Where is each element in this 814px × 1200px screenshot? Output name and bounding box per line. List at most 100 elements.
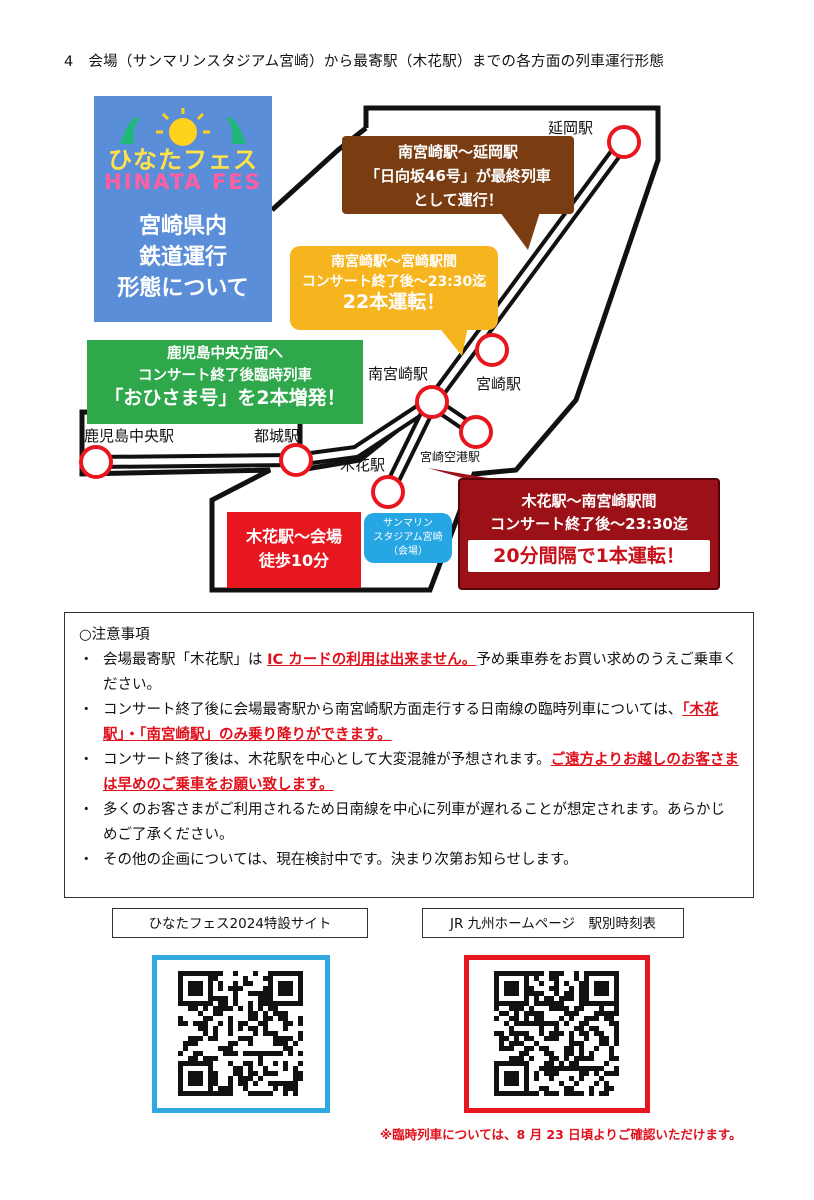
qr-module — [539, 981, 544, 986]
qr-module — [494, 1076, 499, 1081]
qr-module — [549, 1036, 554, 1041]
qr-module — [529, 1036, 534, 1041]
note-emphasis: ご遠方よりお越しのお客さまは早めのご乗車をお願い致します。 — [103, 752, 739, 793]
qr-module — [564, 996, 569, 1001]
qr-module — [549, 976, 554, 981]
qr-module — [213, 1011, 218, 1016]
qr-module — [554, 986, 559, 991]
qr-module — [178, 1001, 183, 1006]
qr-module — [509, 971, 514, 976]
qr-module — [589, 1056, 594, 1061]
qr-module — [283, 1086, 288, 1091]
qr-module — [203, 1006, 208, 1011]
qr-module — [178, 976, 183, 981]
qr-module — [534, 1011, 539, 1016]
qr-module — [248, 1051, 253, 1056]
qr-module — [524, 1086, 529, 1091]
station-airport-marker — [459, 415, 493, 449]
qr-module — [579, 1021, 584, 1026]
qr-module — [208, 1076, 213, 1081]
qr-module — [589, 1026, 594, 1031]
station-label-nobeoka: 延岡駅 — [548, 119, 594, 137]
qr-module — [258, 1056, 263, 1061]
note-emphasis: IC カードの利用は出来ません。 — [267, 652, 477, 668]
qr-module — [609, 1071, 614, 1076]
qr-module — [263, 1091, 268, 1096]
qr-module — [268, 1031, 273, 1036]
bullet: ・ — [79, 852, 94, 868]
note-item: ・多くのお客さまがご利用されるため日南線を中心に列車が遅れることが想定されます。… — [79, 798, 739, 848]
qr-module — [529, 1091, 534, 1096]
qr-module — [228, 1081, 233, 1086]
qr-module — [188, 1041, 193, 1046]
station-nobeoka-marker — [607, 125, 641, 159]
qr-module — [594, 1071, 599, 1076]
qr-module — [213, 1031, 218, 1036]
qr-module — [584, 1016, 589, 1021]
qr-module — [589, 1016, 594, 1021]
qr-module — [554, 1056, 559, 1061]
qr-module — [529, 991, 534, 996]
qr-module — [253, 1081, 258, 1086]
bullet: ・ — [79, 752, 94, 768]
qr-code-jr-kyushu[interactable] — [464, 955, 650, 1113]
qr-module — [584, 976, 589, 981]
qr-module — [569, 1066, 574, 1071]
qr-module — [609, 971, 614, 976]
qr-module — [293, 1066, 298, 1071]
qr-module — [218, 1086, 223, 1091]
qr-module — [614, 1001, 619, 1006]
note-text: 多くのお客さまがご利用されるため日南線を中心に列車が遅れることが想定されます。あ… — [103, 798, 739, 848]
qr-module — [223, 1091, 228, 1096]
qr-module — [554, 1021, 559, 1026]
qr-module — [198, 1081, 203, 1086]
qr-module — [273, 1071, 278, 1076]
station-miyakonojo-marker — [279, 443, 313, 477]
qr-module — [544, 1046, 549, 1051]
qr-module — [509, 986, 514, 991]
qr-module — [574, 976, 579, 981]
qr-module — [574, 1041, 579, 1046]
footnote: ※臨時列車については、8 月 23 日頃よりご確認いただけます。 — [380, 1127, 742, 1142]
qr-module — [509, 1006, 514, 1011]
qr-module — [614, 1066, 619, 1071]
qr-module — [233, 981, 238, 986]
qr-module — [509, 1001, 514, 1006]
qr-module — [584, 991, 589, 996]
qr-module — [569, 1031, 574, 1036]
qr-module — [494, 981, 499, 986]
qr-module — [549, 1091, 554, 1096]
qr-module — [193, 1041, 198, 1046]
qr-module — [524, 1011, 529, 1016]
callout-line: 「おひさま号」を2本増発！ — [104, 387, 346, 409]
qr-module — [564, 1066, 569, 1071]
qr-module — [549, 1071, 554, 1076]
callout-line: 20分間隔で1本運転！ — [468, 540, 710, 572]
qr-module — [599, 981, 604, 986]
callout-tail-minami — [438, 326, 468, 356]
qr-module — [178, 1061, 183, 1066]
qr-module — [203, 971, 208, 976]
qr-module — [519, 1006, 524, 1011]
qr-module — [559, 1031, 564, 1036]
qr-code-hinatafes[interactable] — [152, 955, 330, 1113]
qr-module — [514, 1006, 519, 1011]
qr-module — [253, 991, 258, 996]
qr-module — [193, 971, 198, 976]
qr-module — [599, 1036, 604, 1041]
qr-module — [268, 1006, 273, 1011]
qr-module — [203, 1026, 208, 1031]
qr-module — [208, 1001, 213, 1006]
qr-module — [569, 986, 574, 991]
qr-module — [253, 1011, 258, 1016]
qr-module — [494, 1061, 499, 1066]
qr-module — [188, 1036, 193, 1041]
qr-module — [258, 1061, 263, 1066]
qr-module — [534, 1021, 539, 1026]
qr-module — [499, 1031, 504, 1036]
qr-module — [614, 1041, 619, 1046]
qr-module — [258, 1006, 263, 1011]
qr-module — [544, 1051, 549, 1056]
qr-module — [288, 1086, 293, 1091]
qr-module — [594, 981, 599, 986]
